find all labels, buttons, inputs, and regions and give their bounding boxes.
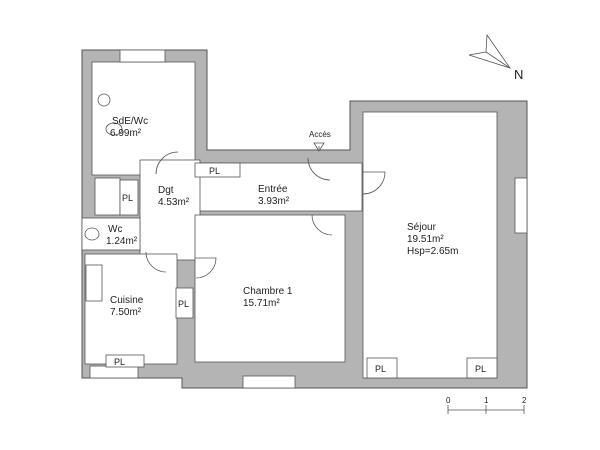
room-name: Cuisine (110, 295, 144, 306)
room-dgt (139, 159, 201, 261)
door (155, 151, 179, 175)
room-name: Séjour (407, 222, 437, 233)
sink-icon (97, 93, 111, 107)
window (242, 375, 296, 389)
closet: PL (119, 179, 139, 216)
window (119, 49, 166, 63)
closet: PL (366, 357, 398, 379)
room-chambre (194, 214, 346, 363)
scale-bar: 0 1 2 (446, 396, 527, 414)
window (89, 365, 139, 379)
room-height: Hsp=2.65m (407, 246, 458, 257)
room-sejour (362, 111, 498, 379)
room-cuisine (84, 253, 178, 365)
room-name: Chambre 1 (243, 286, 293, 297)
closet: PL (105, 354, 145, 368)
svg-text:PL: PL (209, 166, 220, 176)
svg-text:PL: PL (114, 357, 125, 367)
access-label: Accès (309, 130, 331, 139)
room-shower (94, 177, 121, 216)
room-area: 15.71m² (243, 298, 280, 309)
room-sde (91, 61, 196, 176)
room-name: Dgt (158, 185, 174, 196)
north-arrow-icon (468, 33, 512, 69)
window (514, 177, 528, 234)
room-area: 7.50m² (110, 307, 142, 318)
svg-text:0: 0 (446, 396, 451, 405)
north-label: N (514, 67, 523, 82)
door (307, 157, 331, 181)
closet: PL (175, 287, 194, 319)
svg-text:PL: PL (375, 364, 386, 374)
door (311, 214, 333, 236)
toilet-icon (84, 227, 100, 241)
room-wc (81, 217, 141, 251)
room-area: 6.99m² (110, 128, 142, 139)
toilet-icon (105, 122, 123, 136)
stove-icon (85, 264, 103, 302)
room-name: SdE/Wc (112, 116, 148, 127)
room-name: Wc (108, 224, 122, 235)
room-area: 3.93m² (258, 196, 290, 207)
closet: PL (194, 162, 241, 178)
access-arrow-icon (313, 142, 325, 152)
svg-text:PL: PL (475, 364, 486, 374)
door (362, 171, 386, 195)
svg-text:PL: PL (178, 299, 189, 309)
door (195, 257, 217, 279)
svg-text:1: 1 (484, 396, 489, 405)
door (145, 251, 167, 273)
room-area: 19.51m² (407, 234, 444, 245)
room-area: 4.53m² (158, 197, 190, 208)
room-area: 1.24m² (106, 236, 138, 247)
room-name: Entrée (258, 184, 288, 195)
closet: PL (466, 357, 498, 379)
svg-text:PL: PL (122, 193, 133, 203)
svg-text:2: 2 (522, 396, 527, 405)
